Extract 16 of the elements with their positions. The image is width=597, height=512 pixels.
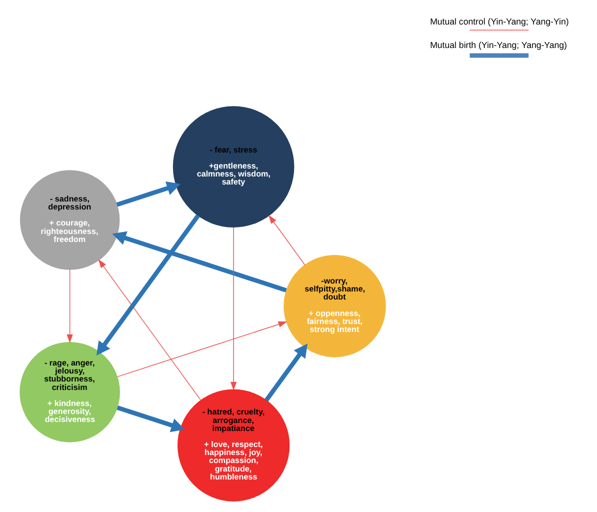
arrow [96, 214, 200, 356]
arrow [66, 269, 73, 344]
node-circle: - rage, anger, jelousy, stubborness, criticisim + kindness, generosity, decisiveness [20, 342, 120, 442]
arrow [116, 406, 185, 432]
node-circle: -worry, selfpitty,shame, doubt + oppenness, fairness, trust, strong intent [284, 254, 386, 358]
legend-label: Mutual control (Yin-Yang; Yang-Yin) [430, 16, 569, 26]
arrow [117, 321, 288, 378]
legend-label: Mutual birth (Yin-Yang; Yang-Yang) [430, 40, 568, 50]
arrow [268, 214, 306, 266]
arrow [230, 226, 237, 391]
arrow [98, 259, 202, 401]
node-circle: - fear, stress +gentleness, calmness, wisdom, safety [172, 106, 294, 228]
arrow [112, 231, 287, 292]
arrow [264, 344, 308, 402]
arrow [116, 181, 181, 207]
node-circle: - hatred, cruelty, arrogance, impatiance + love, respect, happiness, joy, compassion, gratitude, humbleness [177, 389, 290, 502]
